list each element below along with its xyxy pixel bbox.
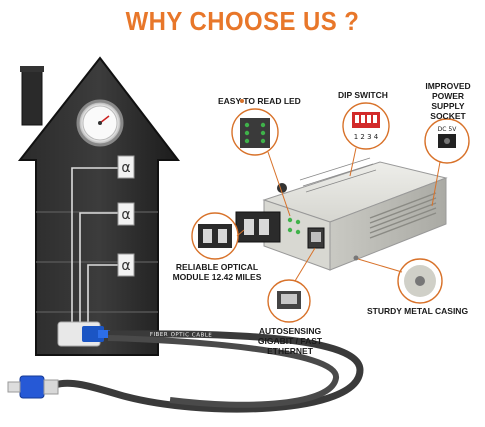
media-converter-device: [235, 157, 448, 271]
led-callout-detail: [240, 118, 270, 148]
feature-easy-led: EASY TO READ LED: [218, 96, 301, 106]
wall-socket-icons: α α α: [117, 155, 135, 277]
gauge-icon: [76, 99, 124, 147]
dip-switch-callout: 1 2 3 4: [342, 102, 390, 150]
svg-text:α: α: [121, 207, 130, 223]
feature-autosensing: AUTOSENSING GIGABIT / FAST ETHERNET: [257, 326, 323, 356]
feature-dip-switch: DIP SWITCH: [338, 90, 388, 100]
fiber-connector-plug: [57, 321, 110, 347]
page-title: WHY CHOOSE US ?: [125, 6, 360, 36]
svg-text:α: α: [121, 258, 130, 274]
house-graphic: [17, 56, 181, 356]
fiber-optic-cable: FIBER OPTIC CABLE: [53, 330, 364, 413]
svg-text:α: α: [121, 160, 130, 176]
optical-module-callout: [191, 212, 239, 260]
rj45-callout: [267, 279, 311, 323]
callout-leaders: [236, 147, 441, 282]
feature-metal-casing: STURDY METAL CASING: [367, 306, 469, 316]
svg-text:1 2 3 4: 1 2 3 4: [354, 133, 379, 141]
easy-led-dot: [240, 99, 244, 103]
svg-text:DC 5V: DC 5V: [438, 126, 458, 133]
feature-power-supply: IMPROVED POWER SUPPLY SOCKET: [425, 81, 471, 121]
svg-text:FIBER OPTIC CABLE: FIBER OPTIC CABLE: [150, 332, 213, 339]
sc-connector: [7, 375, 59, 399]
feature-optical-module: RELIABLE OPTICAL MODULE 12.42 MILES: [172, 262, 262, 282]
metal-casing-callout: [397, 258, 443, 304]
power-socket-callout: DC 5V: [424, 118, 470, 164]
